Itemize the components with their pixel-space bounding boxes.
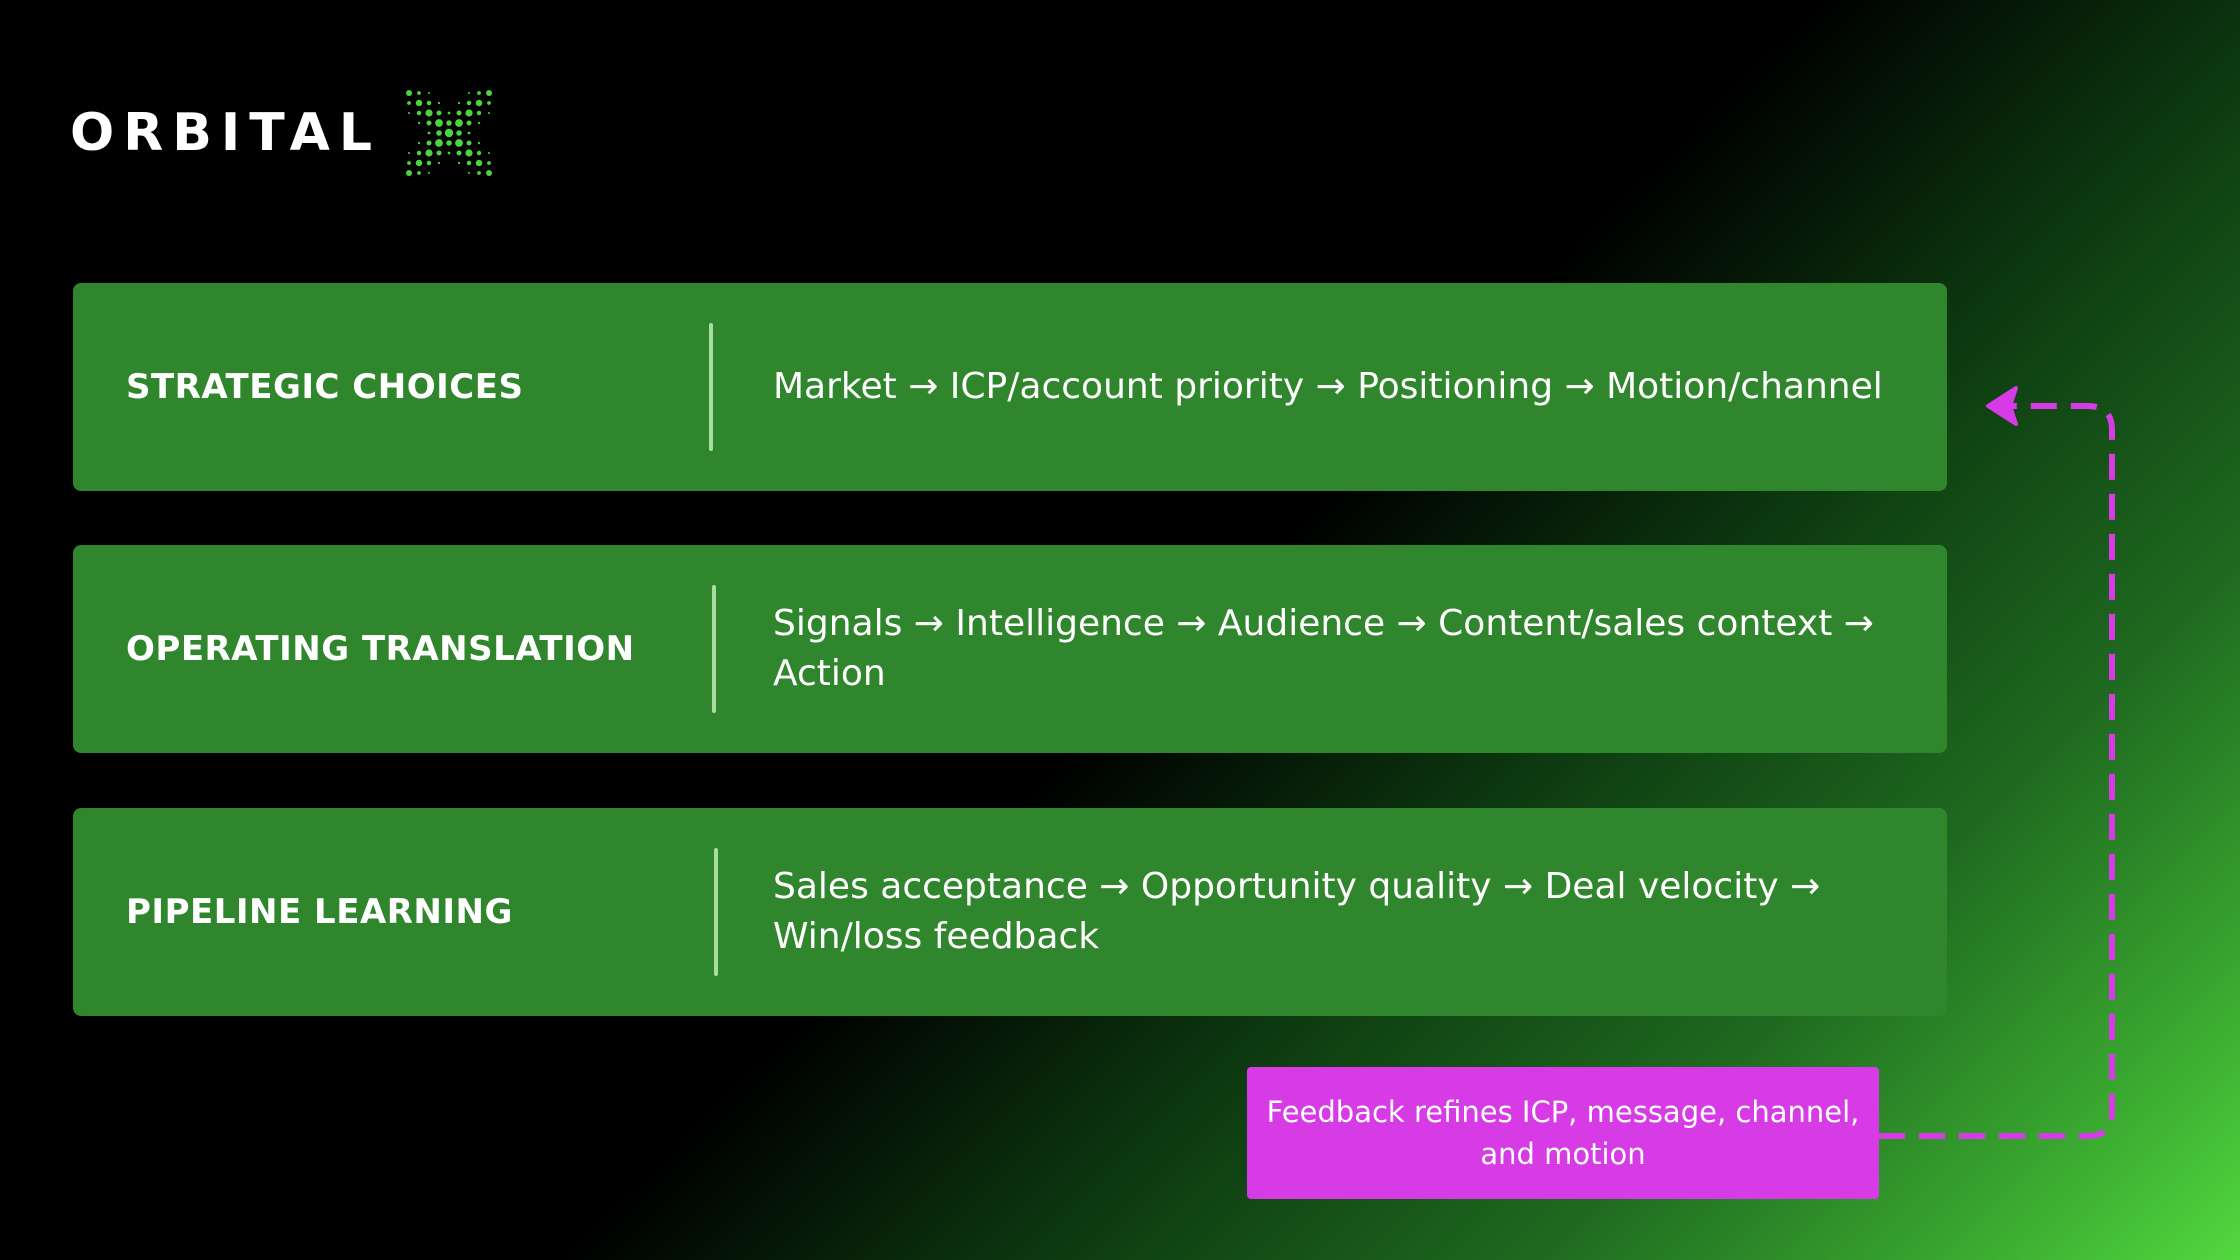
logo-dot: [477, 91, 481, 95]
feedback-text: Feedback refines ICP, message, channel, …: [1266, 1095, 1860, 1171]
logo-dot: [475, 159, 483, 167]
logo-dot: [465, 149, 473, 157]
row-operating-translation: OPERATING TRANSLATION Signals → Intellig…: [73, 545, 1947, 753]
logo-dot: [408, 152, 411, 154]
logo-dot: [477, 121, 481, 125]
logo-dot: [487, 101, 491, 105]
logo-dot: [486, 90, 493, 96]
logo-dot: [447, 111, 451, 115]
logo-dot: [428, 92, 431, 94]
logo-dot: [455, 119, 463, 127]
logo-dot: [417, 91, 421, 95]
logo-dot: [447, 151, 451, 155]
logo-dot: [477, 141, 481, 145]
brand-logo: ORBITAL: [70, 78, 499, 188]
logo-dot: [457, 161, 461, 165]
logo-dot: [426, 140, 432, 146]
logo-dot: [466, 160, 472, 166]
logo-dot: [436, 110, 442, 116]
logo-dot: [406, 170, 413, 176]
logo-dot: [436, 130, 442, 136]
logo-dot: [435, 119, 443, 127]
logo-dot: [417, 171, 421, 175]
logo-dot: [435, 139, 443, 147]
logo-dot: [425, 149, 433, 157]
logo-dot: [415, 99, 423, 107]
logo-dot: [437, 161, 441, 165]
logo-dot: [455, 139, 463, 147]
logo-dot: [467, 131, 471, 135]
logo-dot: [426, 100, 432, 106]
logo-dot: [426, 120, 432, 126]
row-strategic-choices: STRATEGIC CHOICES Market → ICP/account p…: [73, 283, 1947, 491]
row-divider: [714, 848, 718, 976]
logo-dot: [468, 92, 471, 94]
logo-dot: [466, 100, 472, 106]
row-flow-text: Market → ICP/account priority → Position…: [773, 366, 1883, 407]
logo-dot: [487, 161, 491, 165]
logo-dot: [456, 110, 462, 116]
feedback-loop-path: [1879, 403, 2115, 1139]
logo-dot: [477, 171, 481, 175]
logo-dot: [426, 160, 432, 166]
feedback-loop-arrowhead: [1986, 386, 2018, 426]
logo-dot: [417, 121, 421, 125]
logo-dot: [415, 159, 423, 167]
logo-dot: [446, 120, 452, 126]
logo-dot: [425, 109, 433, 117]
logo-dot: [416, 110, 422, 116]
logo-dot: [437, 101, 441, 105]
logo-dot: [417, 141, 421, 145]
logo-dot: [428, 172, 431, 174]
feedback-callout: Feedback refines ICP, message, channel, …: [1247, 1067, 1879, 1199]
logo-dot: [468, 172, 471, 174]
row-flow-text: Sales acceptance → Opportunity quality →…: [773, 866, 1821, 957]
row-divider: [709, 323, 713, 451]
row-label: OPERATING TRANSLATION: [126, 629, 635, 669]
row-pipeline-learning: PIPELINE LEARNING Sales acceptance → Opp…: [73, 808, 1947, 1016]
logo-dot: [465, 109, 473, 117]
dotted-x-logo-icon: [406, 90, 493, 176]
logo-dot: [476, 110, 482, 116]
row-label: STRATEGIC CHOICES: [126, 367, 524, 407]
logo-dot: [427, 131, 431, 135]
logo-dot: [466, 120, 472, 126]
logo-dot: [408, 112, 411, 114]
logo-dot: [407, 161, 411, 165]
logo-dot: [406, 90, 413, 96]
row-divider: [712, 585, 716, 713]
row-label: PIPELINE LEARNING: [126, 892, 513, 932]
logo-dot: [436, 150, 442, 156]
logo-dot: [488, 152, 491, 154]
logo-dot: [456, 130, 462, 136]
logo-dot: [457, 101, 461, 105]
logo-dot: [456, 150, 462, 156]
logo-dot: [466, 140, 472, 146]
brand-wordmark: ORBITAL: [70, 103, 382, 163]
row-flow-text: Signals → Intelligence → Audience → Cont…: [773, 603, 1874, 694]
logo-dot: [407, 101, 411, 105]
logo-dot: [486, 170, 493, 176]
logo-dot: [488, 112, 491, 114]
logo-dot: [446, 140, 452, 146]
logo-dot: [476, 150, 482, 156]
logo-dot: [444, 128, 454, 138]
logo-dot: [416, 150, 422, 156]
logo-dot: [475, 99, 483, 107]
